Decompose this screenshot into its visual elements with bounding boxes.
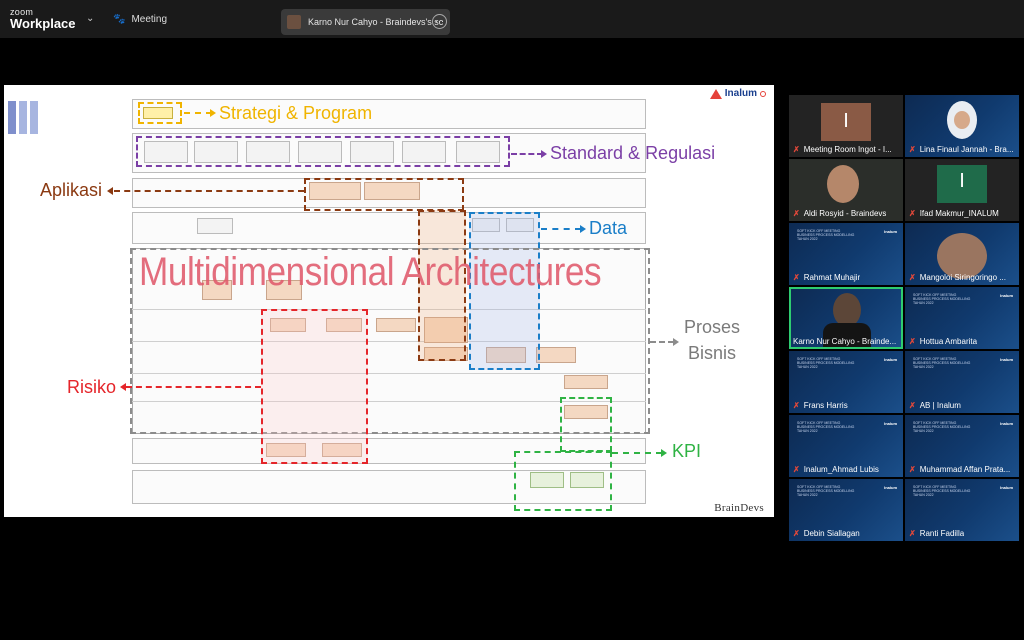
frame-risiko bbox=[261, 309, 368, 464]
mic-muted-icon: ✗ bbox=[793, 529, 800, 538]
frame-data bbox=[469, 212, 540, 370]
lane-strategi bbox=[132, 99, 646, 129]
participant-tile[interactable]: ✗Aldi Rosyid - Braindevs bbox=[789, 159, 903, 221]
screen-share-indicator[interactable]: Karno Nur Cahyo - Braindevs's sc ··· bbox=[281, 9, 450, 35]
slide-decor-bars bbox=[8, 101, 38, 134]
mic-muted-icon: ✗ bbox=[793, 465, 800, 474]
frame-strategi bbox=[138, 102, 182, 124]
brand-line1: zoom bbox=[10, 7, 34, 17]
inalum-logo: Inalum bbox=[709, 88, 766, 99]
braindevs-logo: BrainDevs bbox=[714, 502, 764, 514]
share-label: Karno Nur Cahyo - Braindevs's sc bbox=[308, 17, 444, 27]
frame-aplikasi-column bbox=[418, 210, 466, 361]
more-options-icon[interactable]: ··· bbox=[432, 14, 447, 29]
label-proses-line1: Proses bbox=[684, 317, 741, 337]
mic-muted-icon: ✗ bbox=[909, 401, 916, 410]
frame-kpi-top bbox=[560, 397, 612, 452]
mic-muted-icon: ✗ bbox=[909, 273, 916, 282]
mic-muted-icon: ✗ bbox=[909, 465, 916, 474]
label-data: Data bbox=[589, 218, 628, 238]
mic-muted-icon: ✗ bbox=[793, 273, 800, 282]
mic-muted-icon: ✗ bbox=[793, 209, 800, 218]
top-bar: zoom Workplace ⌄ 🐾 Meeting Karno Nur Cah… bbox=[0, 0, 1024, 38]
participant-tile[interactable]: I ✗Ifad Makmur_INALUM bbox=[905, 159, 1019, 221]
label-risiko: Risiko bbox=[67, 377, 117, 397]
label-kpi: KPI bbox=[672, 441, 702, 461]
label-proses-line2: Bisnis bbox=[688, 343, 737, 363]
label-standard: Standard & Regulasi bbox=[550, 143, 716, 163]
slide-title: Multidimensional Architectures bbox=[139, 250, 602, 294]
participant-tile[interactable]: I ✗Meeting Room Ingot - I... bbox=[789, 95, 903, 157]
frame-kpi bbox=[514, 451, 612, 511]
mic-muted-icon: ✗ bbox=[793, 401, 800, 410]
frame-aplikasi bbox=[304, 178, 464, 211]
mic-muted-icon: ✗ bbox=[909, 209, 916, 218]
participant-tile[interactable]: ✗Mangoloi Siringoringo ... bbox=[905, 223, 1019, 285]
mic-muted-icon: ✗ bbox=[909, 145, 916, 154]
sharer-avatar bbox=[287, 15, 301, 29]
label-strategi: Strategi & Program bbox=[219, 103, 373, 123]
mic-muted-icon: ✗ bbox=[909, 337, 916, 346]
mic-muted-icon: ✗ bbox=[909, 529, 916, 538]
shared-slide: Inalum Strategi & Program bbox=[4, 85, 774, 517]
frame-standard bbox=[136, 136, 510, 167]
meeting-info-button[interactable]: 🐾 Meeting bbox=[113, 14, 167, 25]
label-aplikasi: Aplikasi bbox=[40, 180, 103, 200]
paw-icon: 🐾 bbox=[113, 14, 126, 25]
brand-line2: Workplace bbox=[10, 16, 76, 31]
chevron-down-icon[interactable]: ⌄ bbox=[86, 13, 95, 24]
meeting-label: Meeting bbox=[131, 14, 168, 25]
participant-tile[interactable]: ✗Lina Finaul Jannah - Bra... bbox=[905, 95, 1019, 157]
participant-tile-active-speaker[interactable]: Karno Nur Cahyo - Brainde... bbox=[789, 287, 903, 349]
zoom-logo: zoom Workplace bbox=[10, 7, 76, 31]
frame-proses bbox=[130, 248, 650, 434]
mic-muted-icon: ✗ bbox=[793, 145, 800, 154]
